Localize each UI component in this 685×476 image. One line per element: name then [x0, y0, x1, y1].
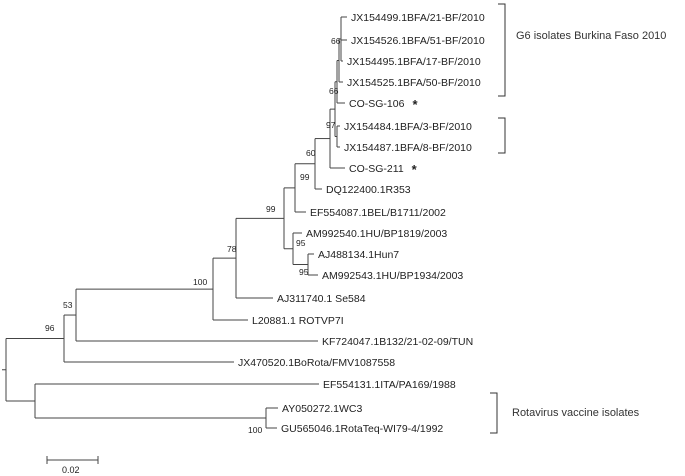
bootstrap-value: 100 — [248, 425, 262, 435]
leaf-label: AY050272.1WC3 — [282, 403, 363, 415]
leaf-label: EF554131.1ITA/PA169/1988 — [323, 379, 456, 391]
leaf-label: GU565046.1RotaTeq-WI79-4/1992 — [281, 423, 443, 435]
leaf-label: CO-SG-211 — [349, 163, 404, 175]
group-bracket — [498, 3, 506, 97]
leaf-label: JX154526.1BFA/51-BF/2010 — [351, 35, 485, 47]
bootstrap-value: 96 — [45, 323, 55, 333]
bootstrap-value: 95 — [299, 267, 309, 277]
group-bracket — [490, 392, 498, 434]
group-label: Rotavirus vaccine isolates — [512, 407, 640, 419]
bootstrap-value: 100 — [193, 277, 207, 287]
leaf-label: JX154484.1BFA/3-BF/2010 — [344, 121, 472, 133]
leaf-label: KF724047.1B132/21-02-09/TUN — [322, 336, 473, 348]
bootstrap-value: 66 — [331, 36, 341, 46]
bootstrap-value: 66 — [329, 86, 339, 96]
leaf-marker-star: * — [412, 162, 418, 177]
bootstrap-value: 95 — [296, 238, 306, 248]
bootstrap-value: 53 — [63, 300, 73, 310]
leaf-label: AM992540.1HU/BP1819/2003 — [306, 228, 447, 240]
leaf-label: JX154495.1BFA/17-BF/2010 — [347, 56, 481, 68]
leaf-label: EF554087.1BEL/B1711/2002 — [310, 207, 446, 219]
leaf-marker-star: * — [412, 97, 418, 112]
scale-bar-label: 0.02 — [62, 465, 80, 475]
tree-branches — [2, 16, 347, 429]
bootstrap-value: 60 — [306, 148, 316, 158]
leaf-label: L20881.1 ROTVP7I — [252, 315, 344, 327]
leaf-label: CO-SG-106 — [349, 98, 405, 110]
leaf-label: AM992543.1HU/BP1934/2003 — [322, 270, 463, 282]
leaf-label: JX154525.1BFA/50-BF/2010 — [347, 77, 481, 89]
leaf-labels: JX154499.1BFA/21-BF/2010JX154526.1BFA/51… — [238, 12, 485, 435]
scale-bar: 0.02 — [46, 456, 99, 475]
bootstrap-labels: 66 66 97 60 99 99 95 95 78 100 53 96 100 — [45, 36, 341, 435]
bootstrap-value: 78 — [227, 244, 237, 254]
leaf-label: AJ311740.1 Se584 — [277, 293, 366, 305]
bootstrap-value: 99 — [300, 172, 310, 182]
leaf-label: AJ488134.1Hun7 — [318, 249, 399, 261]
bootstrap-value: 97 — [326, 120, 336, 130]
group-label: G6 isolates Burkina Faso 2010 — [516, 30, 666, 42]
leaf-label: JX154499.1BFA/21-BF/2010 — [351, 12, 485, 24]
group-bracket — [498, 117, 506, 154]
leaf-label: JX470520.1BoRota/FMV1087558 — [238, 357, 395, 369]
leaf-label: DQ122400.1R353 — [326, 184, 411, 196]
bootstrap-value: 99 — [266, 204, 276, 214]
leaf-label: JX154487.1BFA/8-BF/2010 — [344, 142, 472, 154]
